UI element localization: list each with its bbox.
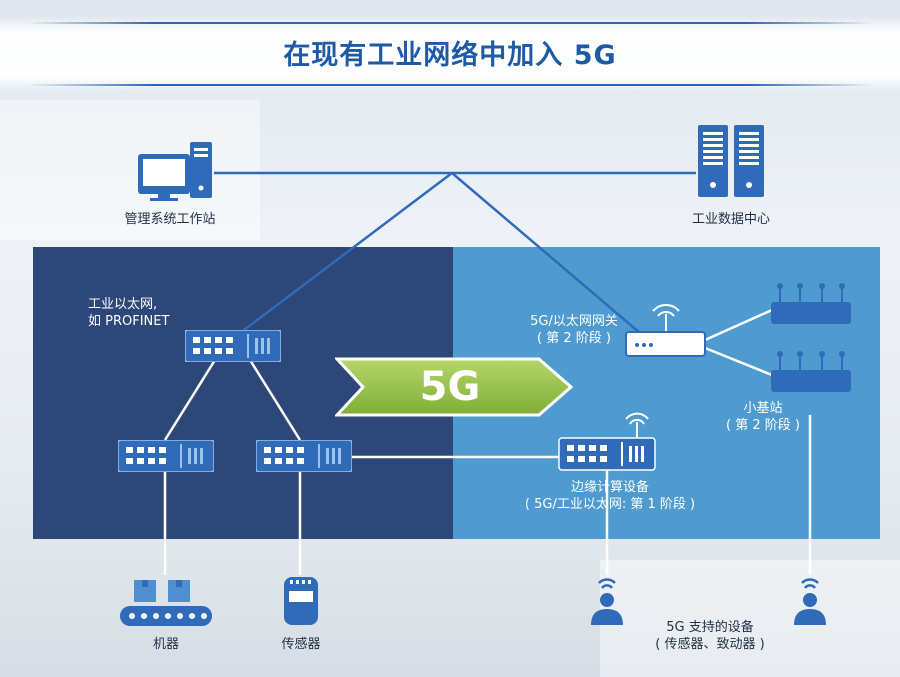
edge-label-line1: 边缘计算设备 [570,480,649,495]
workstation-label: 管理系统工作站 [124,212,216,227]
5g-banner-text: 5G [419,364,481,410]
machine-label: 机器 [152,637,179,652]
title-banner [0,16,900,92]
small-cell-icon [771,351,851,392]
router-icon [625,304,706,357]
small-cell-label-line1: 小基站 [743,401,783,416]
computer-icon [138,142,212,201]
link-gateway-smallcell-1 [704,308,773,342]
sensor-icon [284,577,318,625]
devices-5g-label-line1: 5G 支持的设备 [666,620,754,635]
link-switch-left [163,359,217,441]
edge-label-line2: ( 5G/工业以太网: 第 1 阶段 ) [524,497,696,512]
switch-icon [256,440,352,472]
person-wireless-icon [591,578,623,625]
background-shape [600,560,900,677]
background-shape [0,100,260,240]
small-cell-label-line2: ( 第 2 阶段 ) [726,418,800,433]
link-hub-switch [239,172,453,334]
link-gateway-smallcell-2 [704,346,773,377]
title-rule-top [27,22,873,24]
gateway-label-line2: ( 第 2 阶段 ) [537,331,611,346]
ethernet-label-line1: 工业以太网, [88,297,158,312]
switch-icon [118,440,214,472]
sensor-label: 传感器 [281,637,321,652]
diagram-title: 在现有工业网络中加入 5G [283,40,617,71]
link-hub-gateway [451,172,641,334]
switch-icon [185,330,281,362]
small-cell-icon [771,283,851,324]
devices-5g-label-line2: ( 传感器、致动器 ) [655,637,765,652]
edge-switch-icon [558,412,656,471]
title-rule-bottom [27,84,873,86]
5g-arrow-banner [335,357,574,417]
datacenter-label: 工业数据中心 [691,212,770,227]
ethernet-label-line2: 如 PROFINET [88,314,170,329]
person-wireless-icon [794,578,826,625]
link-switch-right [248,359,302,441]
server-icon [698,125,764,197]
conveyor-icon [120,580,212,626]
gateway-label-line1: 5G/以太网网关 [530,314,618,329]
